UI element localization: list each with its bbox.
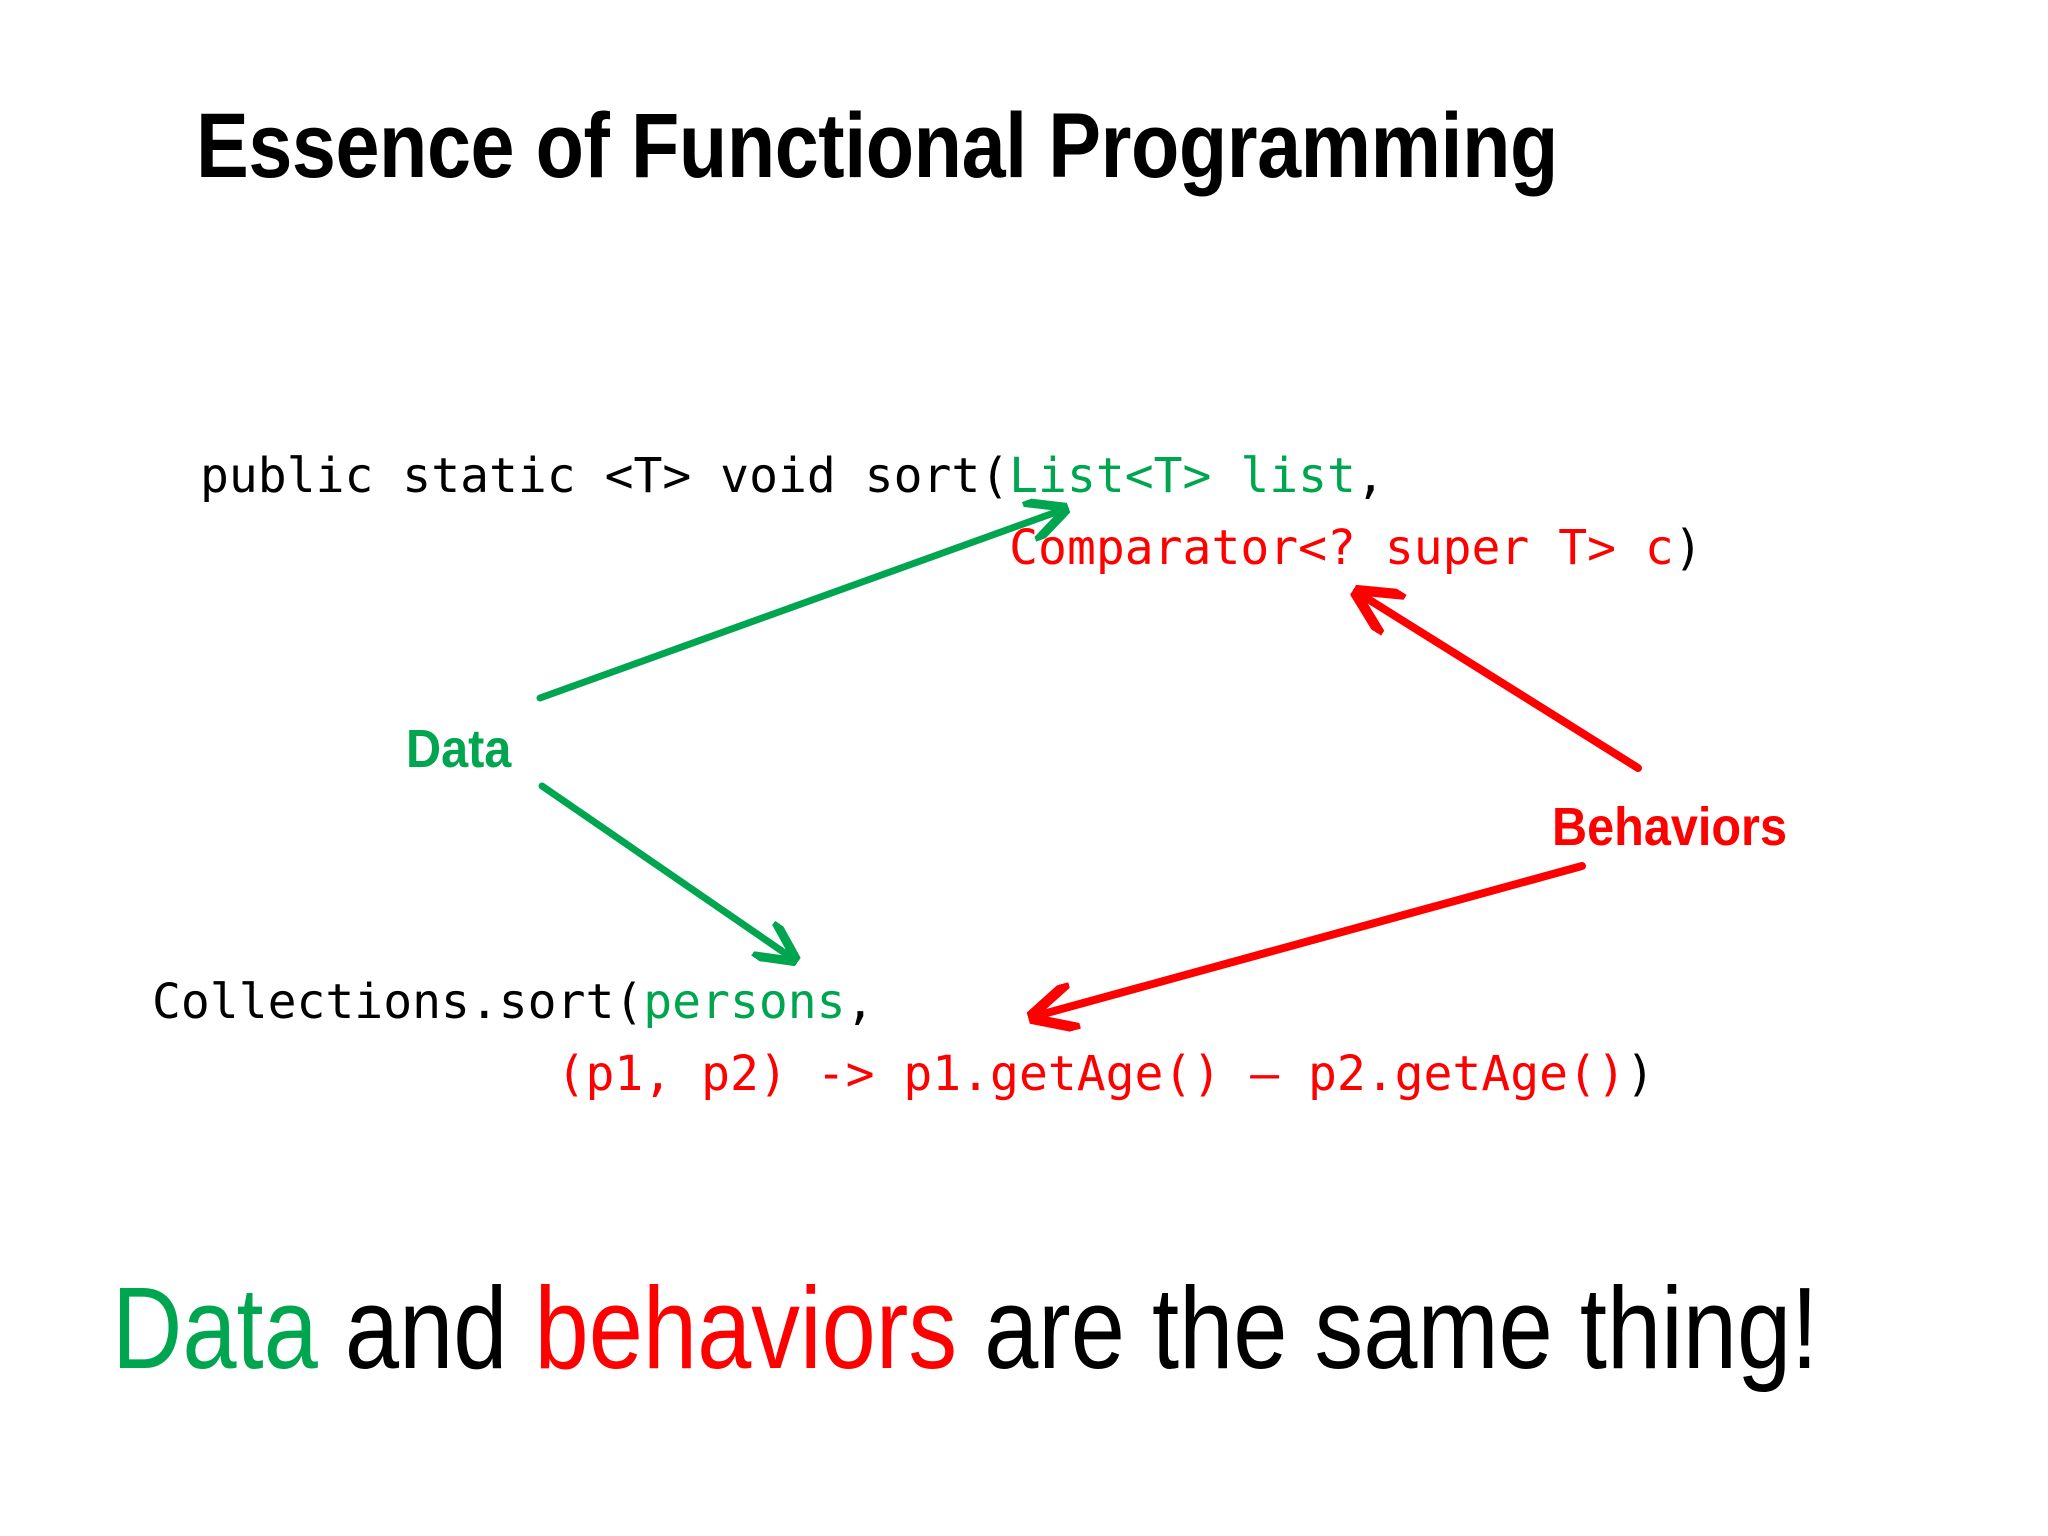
behaviors-to-lambda-arrow bbox=[1036, 862, 1586, 1016]
code-token-call-close-paren: ) bbox=[1625, 1046, 1655, 1102]
data-to-persons-arrow bbox=[538, 782, 792, 958]
code-token-persons-arg: persons bbox=[643, 974, 846, 1030]
code-token-signature-prefix: public static <T> void sort( bbox=[200, 448, 1010, 504]
code-token-lambda-arg: (p1, p2) -> p1.getAge() – p2.getAge() bbox=[556, 1046, 1626, 1102]
code-token-call-comma: , bbox=[845, 974, 875, 1030]
code-line-call-1: Collections.sort(persons, bbox=[152, 978, 874, 1026]
code-token-signature-close-paren: ) bbox=[1673, 520, 1703, 576]
code-token-signature-indent bbox=[200, 520, 1009, 576]
code-token-call-indent bbox=[152, 1046, 557, 1102]
tagline-word-behaviors: behaviors bbox=[534, 1263, 958, 1393]
code-token-list-param: List<T> list bbox=[1009, 448, 1356, 504]
callout-label-behaviors: Behaviors bbox=[1552, 797, 1788, 857]
callout-label-data: Data bbox=[406, 719, 512, 779]
code-token-signature-comma: , bbox=[1355, 448, 1385, 504]
tagline-word-data: Data bbox=[112, 1263, 318, 1393]
code-line-signature-1: public static <T> void sort(List<T> list… bbox=[200, 452, 1385, 500]
tagline-word-and: and bbox=[317, 1263, 535, 1393]
code-token-comparator-param: Comparator<? super T> c bbox=[1009, 520, 1674, 576]
slide-tagline: Data and behaviors are the same thing! bbox=[112, 1267, 1818, 1390]
behaviors-to-comparator-arrow bbox=[1360, 594, 1642, 772]
page-title: Essence of Functional Programming bbox=[196, 95, 1558, 197]
tagline-rest: are the same thing! bbox=[957, 1263, 1819, 1393]
code-token-collections-sort: Collections.sort( bbox=[152, 974, 644, 1030]
code-line-signature-2: Comparator<? super T> c) bbox=[200, 524, 1703, 572]
code-line-call-2: (p1, p2) -> p1.getAge() – p2.getAge()) bbox=[152, 1050, 1655, 1098]
